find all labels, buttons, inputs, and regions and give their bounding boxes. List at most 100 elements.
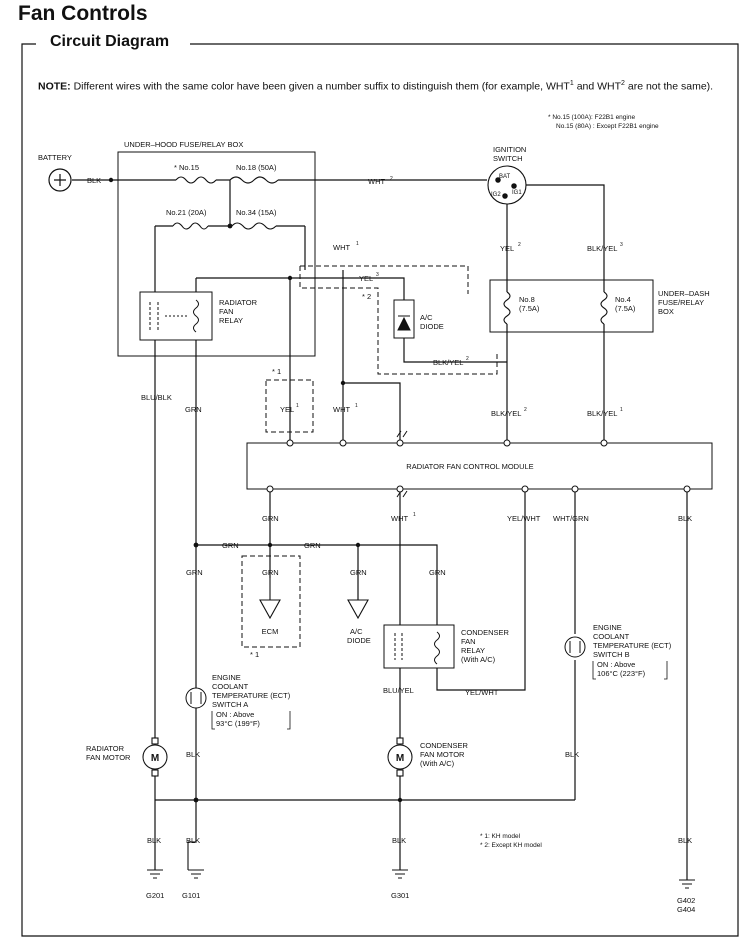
fuse-no15-label: * No.15 xyxy=(174,163,199,172)
ect-switch-a-symbol xyxy=(185,687,207,709)
ect-b-label-5: ON : Above xyxy=(597,660,635,669)
dashed-boxes xyxy=(241,265,498,648)
wire-grn-5: GRN xyxy=(186,568,203,577)
cond-relay-label-4: (With A/C) xyxy=(461,655,496,664)
ign-bat-label: BAT xyxy=(499,174,511,180)
fuse-no4-label: No.4 xyxy=(615,295,631,304)
wire-wht1-top: WHT xyxy=(333,243,350,252)
mark-star1-bottom: * 1 xyxy=(250,650,259,659)
underdash-label-3: BOX xyxy=(658,307,674,316)
wiring xyxy=(72,179,688,880)
ect-b-label-4: SWITCH B xyxy=(593,650,630,659)
radiator-relay-symbol xyxy=(139,291,213,341)
note-text-b: and WHT xyxy=(576,80,622,93)
cond-relay-label-2: FAN xyxy=(461,637,476,646)
ign-ig1-label: IG1 xyxy=(512,190,522,196)
mark-star2: * 2 xyxy=(362,292,371,301)
rad-motor-label-1: RADIATOR xyxy=(86,744,125,753)
ground-g402: G402 xyxy=(677,896,695,905)
battery-symbol xyxy=(48,168,72,192)
cond-motor-m: M xyxy=(396,753,404,764)
model-note-2: * 2: Except KH model xyxy=(480,842,542,849)
wire-blk-ect-b: BLK xyxy=(565,750,579,759)
ground-g301: G301 xyxy=(391,891,409,900)
engine-note-1: * No.15 (100A): F22B1 engine xyxy=(548,114,635,121)
wire-blkyel2-bot-sup: 2 xyxy=(524,407,527,413)
diagram-frame xyxy=(21,43,739,937)
ac-diode-bottom-label-2: DIODE xyxy=(347,636,371,645)
ac-diode-top-symbol xyxy=(393,299,415,339)
cond-motor-label-2: FAN MOTOR xyxy=(420,750,465,759)
wire-wht2-sup: 2 xyxy=(390,176,393,182)
wire-wht1-top-sup: 1 xyxy=(356,241,359,247)
wire-grn-3: GRN xyxy=(222,541,239,550)
wire-yel3-sup: 3 xyxy=(376,272,379,278)
module-pins xyxy=(266,439,691,493)
wire-wht1-mid-sup: 1 xyxy=(355,403,358,409)
section-title: Circuit Diagram xyxy=(44,33,176,51)
wire-yel1-sup: 1 xyxy=(296,403,299,409)
ect-a-label-2: COOLANT xyxy=(212,682,249,691)
wire-blk-g101: BLK xyxy=(186,836,200,845)
ect-b-label-1: ENGINE xyxy=(593,623,622,632)
wire-yel1: YEL xyxy=(280,405,294,414)
fuses xyxy=(172,176,608,325)
underhood-fuse-box xyxy=(117,151,316,357)
wire-grn-2: GRN xyxy=(262,514,279,523)
wire-grn-1: GRN xyxy=(185,405,202,414)
wire-blk-module: BLK xyxy=(678,514,692,523)
ignition-switch-symbol xyxy=(487,165,527,205)
wire-blk-ect-a: BLK xyxy=(186,750,200,759)
underhood-box-label: UNDER–HOOD FUSE/RELAY BOX xyxy=(124,140,243,149)
wire-blkyel2-top: BLK/YEL xyxy=(433,358,463,367)
wire-blkyel1-sup: 1 xyxy=(620,407,623,413)
ect-a-label-1: ENGINE xyxy=(212,673,241,682)
wire-wht1-bot: WHT xyxy=(391,514,408,523)
fuse-no18-label: No.18 (50A) xyxy=(236,163,277,172)
wire-bluyel: BLU/YEL xyxy=(383,686,414,695)
wire-yel3: YEL xyxy=(359,274,373,283)
ecm-label: ECM xyxy=(262,627,279,636)
wire-blk-top: BLK xyxy=(87,176,101,185)
wire-grn-6: GRN xyxy=(262,568,279,577)
fuse-no21-label: No.21 (20A) xyxy=(166,208,207,217)
wire-grn-7: GRN xyxy=(350,568,367,577)
condenser-relay-symbol xyxy=(383,624,455,669)
ignition-label-2: SWITCH xyxy=(493,154,523,163)
rad-relay-label-1: RADIATOR xyxy=(219,298,258,307)
ground-symbols xyxy=(147,841,695,889)
underdash-label-1: UNDER–DASH xyxy=(658,289,710,298)
wire-yel2: YEL xyxy=(500,244,514,253)
wire-blk-g201: BLK xyxy=(147,836,161,845)
junction-dots xyxy=(108,177,403,803)
model-note-1: * 1: KH model xyxy=(480,833,521,840)
ect-a-label-6: 93°C (199°F) xyxy=(216,719,260,728)
wire-wht1-bot-sup: 1 xyxy=(413,512,416,518)
fuse-no8-rating: (7.5A) xyxy=(519,304,540,313)
ect-switch-b-symbol xyxy=(564,636,586,658)
note-sup-a: 1 xyxy=(569,80,574,87)
condenser-fan-motor-symbol xyxy=(387,737,413,777)
cond-motor-label-3: (With A/C) xyxy=(420,759,455,768)
engine-note-2: No.15 (80A) : Except F22B1 engine xyxy=(556,123,659,130)
ground-g404: G404 xyxy=(677,905,695,914)
ac-diode-bottom-symbol xyxy=(347,599,369,620)
module-break-marks xyxy=(396,430,408,498)
note-text-c: are not the same). xyxy=(627,80,714,93)
wire-blkyel2-bot: BLK/YEL xyxy=(491,409,521,418)
wire-blkyel2-top-sup: 2 xyxy=(466,356,469,362)
ign-ig2-label: IG2 xyxy=(491,192,501,198)
wire-blk-g301: BLK xyxy=(392,836,406,845)
cond-relay-label-1: CONDENSER xyxy=(461,628,510,637)
wire-blkyel3: BLK/YEL xyxy=(587,244,617,253)
wire-blk-g402: BLK xyxy=(678,836,692,845)
underdash-label-2: FUSE/RELAY xyxy=(658,298,704,307)
wire-grn-4: GRN xyxy=(304,541,321,550)
wire-whtgrn: WHT/GRN xyxy=(553,514,589,523)
ac-diode-top-label-2: DIODE xyxy=(420,322,444,331)
rad-relay-label-2: FAN xyxy=(219,307,234,316)
wire-blkyel3-sup: 3 xyxy=(620,242,623,248)
wire-yelwht-bot: YEL/WHT xyxy=(465,688,499,697)
radiator-fan-motor-symbol xyxy=(142,737,168,777)
